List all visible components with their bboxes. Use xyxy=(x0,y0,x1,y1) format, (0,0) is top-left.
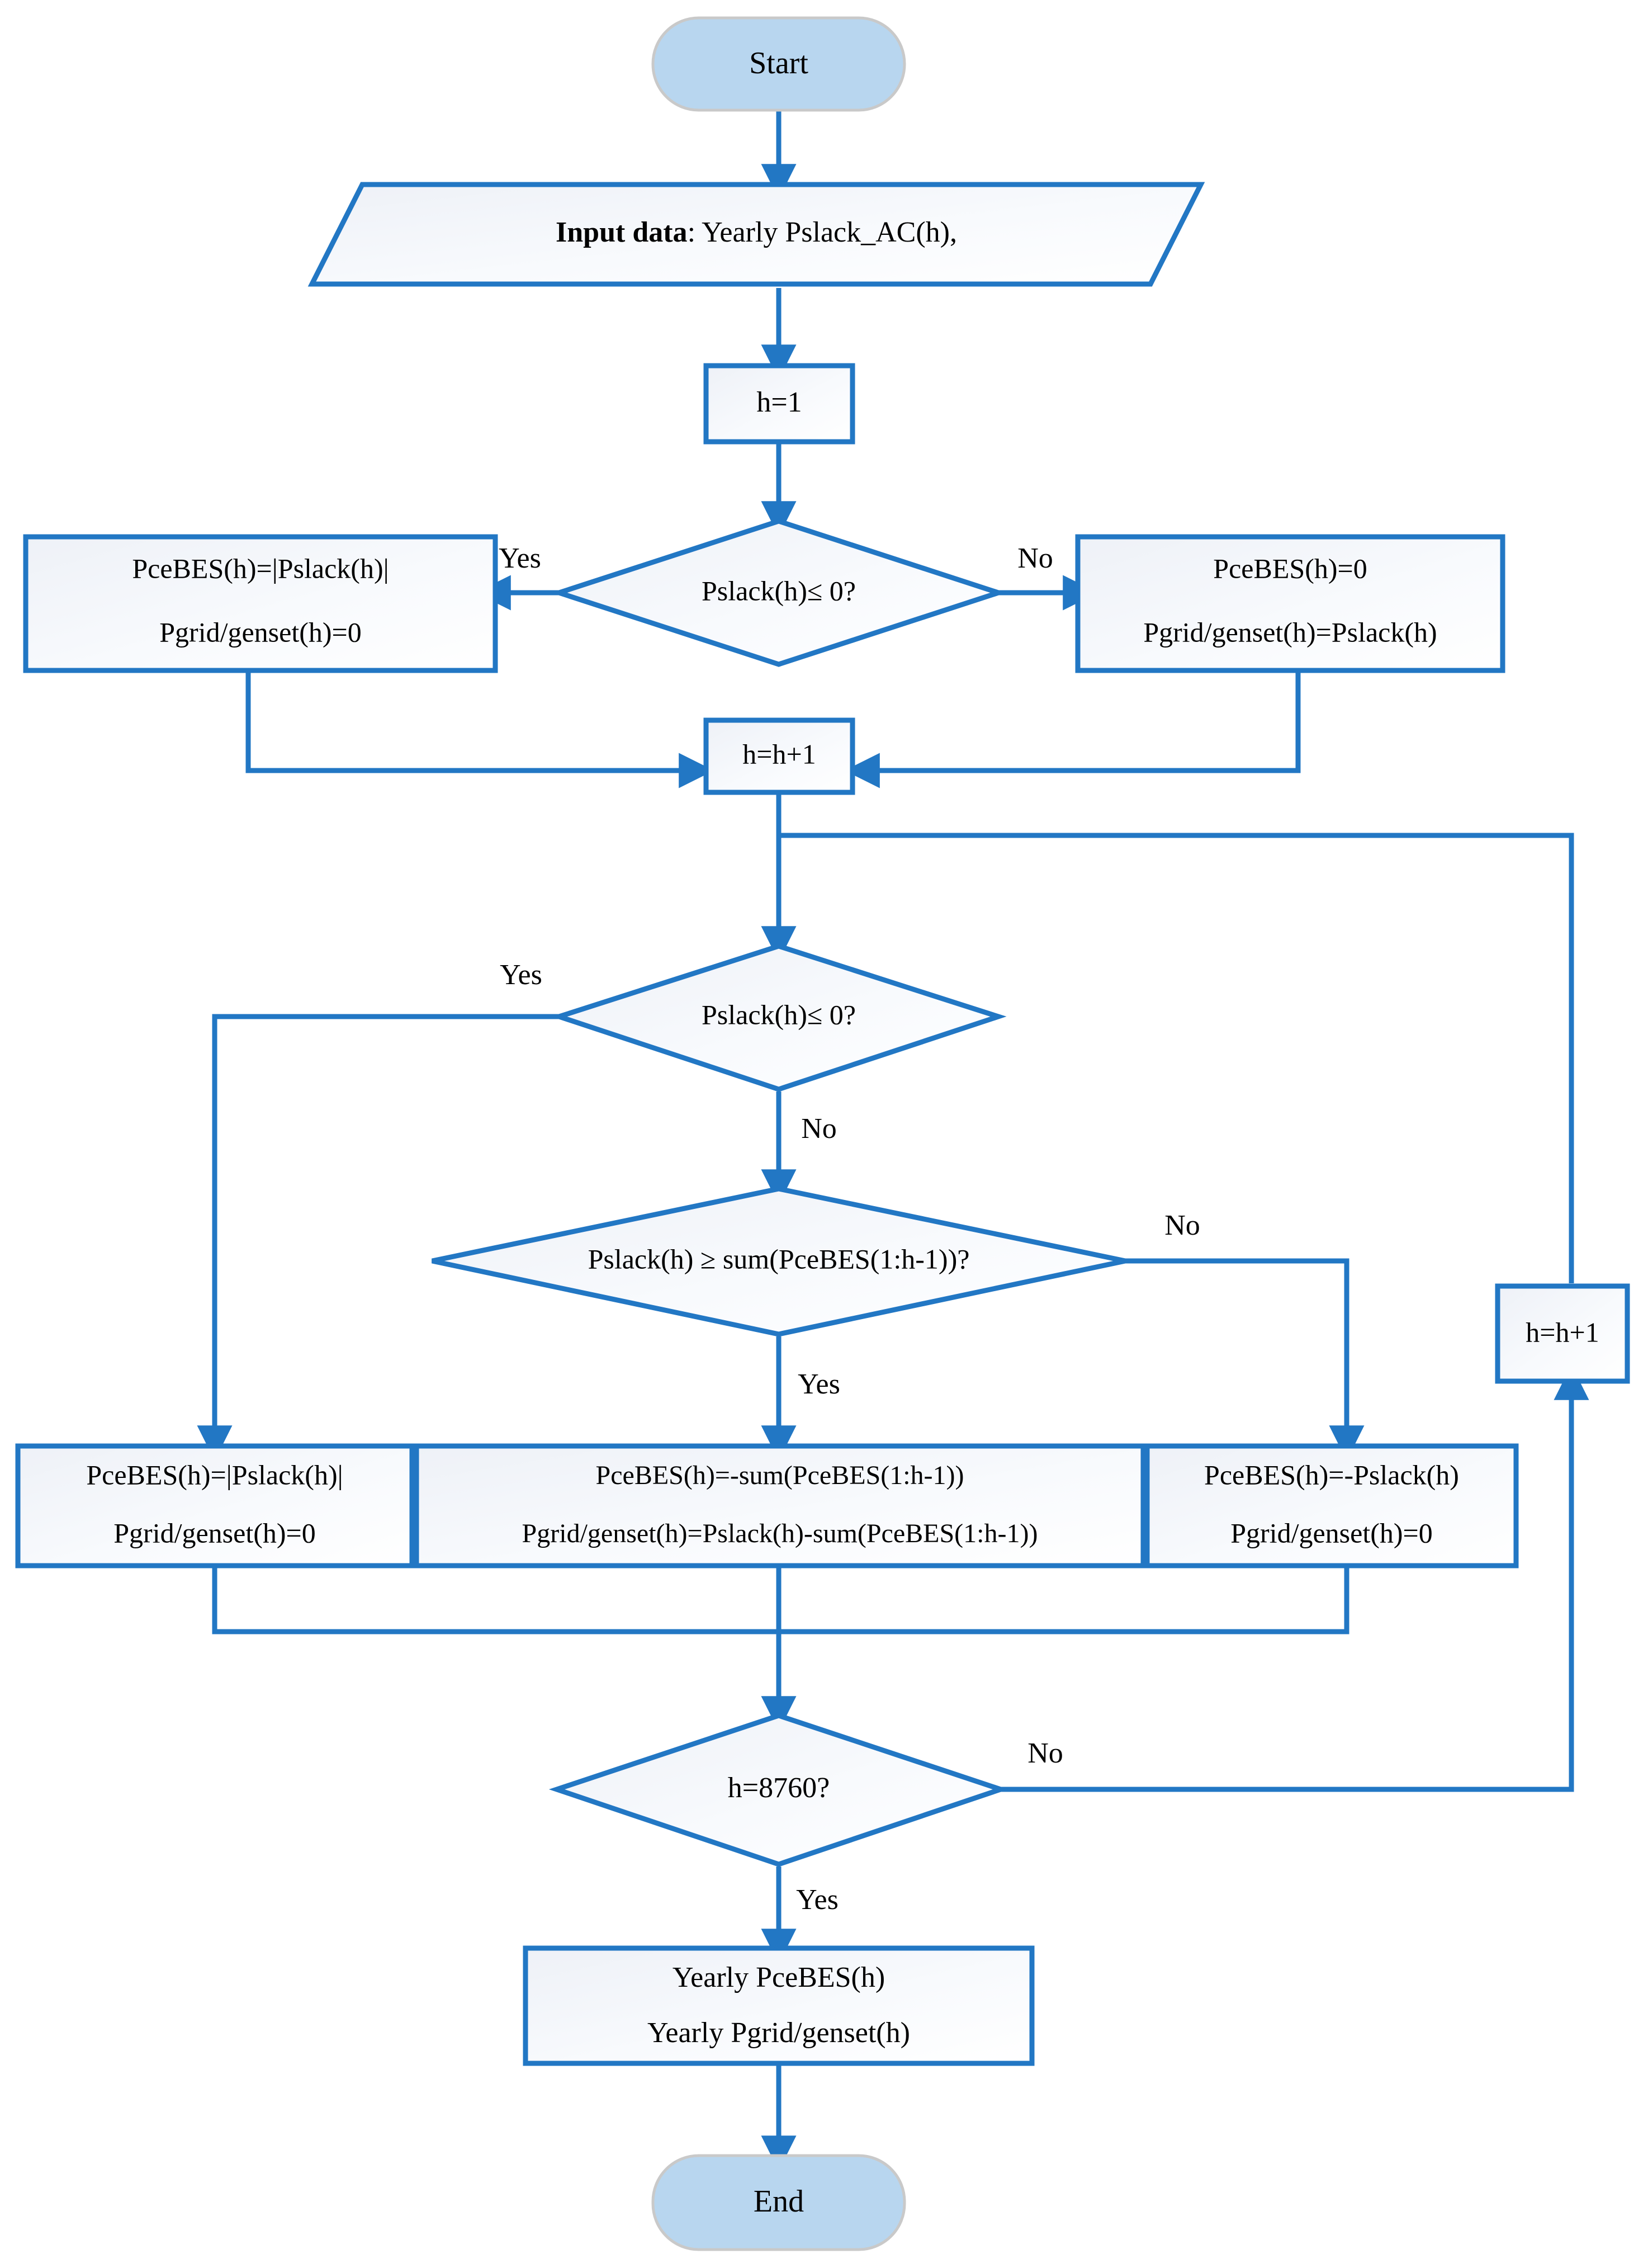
edge-increment-branch-right xyxy=(779,833,1574,1283)
increment-right-label: h=h+1 xyxy=(1526,1316,1599,1348)
end-label: End xyxy=(754,2184,804,2219)
edge-label-decision4-yes: Yes xyxy=(796,1884,839,1916)
edge-decision2-yes xyxy=(197,1014,559,1461)
input-label-rest: : Yearly Pslack_AC(h), xyxy=(688,216,957,248)
node-init-h1[interactable]: h=1 xyxy=(703,363,855,445)
init-label: h=1 xyxy=(756,386,802,418)
edge-label-decision2-no: No xyxy=(801,1113,837,1145)
edge-leftbox1-to-increment xyxy=(245,670,714,788)
node-increment-right[interactable]: h=h+1 xyxy=(1495,1283,1630,1384)
box-right-2-line1: PceBES(h)=-Pslack(h) xyxy=(1204,1459,1459,1490)
edge-label-decision3-no: No xyxy=(1164,1209,1200,1241)
decision2-label: Pslack(h)≤ 0? xyxy=(702,999,856,1030)
box-left-1-line1: PceBES(h)=|Pslack(h)| xyxy=(132,552,389,584)
node-box-left-1[interactable]: PceBES(h)=|Pslack(h)| Pgrid/genset(h)=0 xyxy=(23,534,498,673)
edge-label-decision2-yes: Yes xyxy=(500,959,542,991)
node-box-left-2[interactable]: PceBES(h)=|Pslack(h)| Pgrid/genset(h)=0 xyxy=(15,1443,415,1568)
decision4-label: h=8760? xyxy=(728,1772,830,1804)
start-label: Start xyxy=(749,46,808,81)
node-increment-mid[interactable]: h=h+1 xyxy=(703,717,855,795)
edge-label-decision1-no: No xyxy=(1017,542,1053,574)
edge-label-decision3-yes: Yes xyxy=(798,1368,840,1400)
edge-label-decision1-yes: Yes xyxy=(499,542,541,574)
edge-boxes-merge-bar xyxy=(212,1566,1349,1732)
output-line2: Yearly Pgrid/genset(h) xyxy=(647,2017,910,2049)
node-input-data[interactable]: Input data: Yearly Pslack_AC(h), xyxy=(307,182,1205,287)
box-right-1-line2: Pgrid/genset(h)=Pslack(h) xyxy=(1143,616,1437,648)
node-decision-pslack-le-zero-1[interactable]: Pslack(h)≤ 0? xyxy=(551,518,1007,667)
box-right-2-line2: Pgrid/genset(h)=0 xyxy=(1230,1517,1432,1548)
box-mid-2-line1: PceBES(h)=-sum(PceBES(1:h-1)) xyxy=(596,1461,964,1490)
box-right-1-line1: PceBES(h)=0 xyxy=(1213,552,1367,584)
increment-mid-label: h=h+1 xyxy=(742,738,816,769)
node-box-mid-2[interactable]: PceBES(h)=-sum(PceBES(1:h-1)) Pgrid/gens… xyxy=(414,1443,1146,1568)
node-start[interactable]: Start xyxy=(651,16,906,112)
node-decision-h-equals-8760[interactable]: h=8760? xyxy=(548,1713,1009,1867)
output-line1: Yearly PceBES(h) xyxy=(673,1962,885,1993)
edge-label-decision4-no: No xyxy=(1027,1737,1063,1769)
node-box-right-2[interactable]: PceBES(h)=-Pslack(h) Pgrid/genset(h)=0 xyxy=(1144,1443,1519,1568)
input-label: Input data: Yearly Pslack_AC(h), xyxy=(556,216,957,248)
edge-decision3-no xyxy=(1125,1258,1365,1461)
box-mid-2-line2: Pgrid/genset(h)=Pslack(h)-sum(PceBES(1:h… xyxy=(522,1519,1038,1548)
box-left-2-line2: Pgrid/genset(h)=0 xyxy=(113,1517,315,1548)
edge-rightbox1-to-increment xyxy=(844,670,1301,788)
node-decision-pslack-ge-sum[interactable]: Pslack(h) ≥ sum(PceBES(1:h-1))? xyxy=(432,1186,1126,1337)
box-left-2-line1: PceBES(h)=|Pslack(h)| xyxy=(86,1459,343,1490)
node-decision-pslack-le-zero-2[interactable]: Pslack(h)≤ 0? xyxy=(551,943,1007,1092)
node-box-right-1[interactable]: PceBES(h)=0 Pgrid/genset(h)=Pslack(h) xyxy=(1075,534,1505,673)
box-left-1-line2: Pgrid/genset(h)=0 xyxy=(159,616,361,648)
edge-decision4-no xyxy=(1001,1364,1589,1792)
decision1-label: Pslack(h)≤ 0? xyxy=(702,575,856,606)
node-end[interactable]: End xyxy=(651,2154,906,2251)
decision3-label: Pslack(h) ≥ sum(PceBES(1:h-1))? xyxy=(588,1243,970,1274)
node-output[interactable]: Yearly PceBES(h) Yearly Pgrid/genset(h) xyxy=(523,1945,1035,2066)
input-label-bold: Input data xyxy=(556,216,688,248)
